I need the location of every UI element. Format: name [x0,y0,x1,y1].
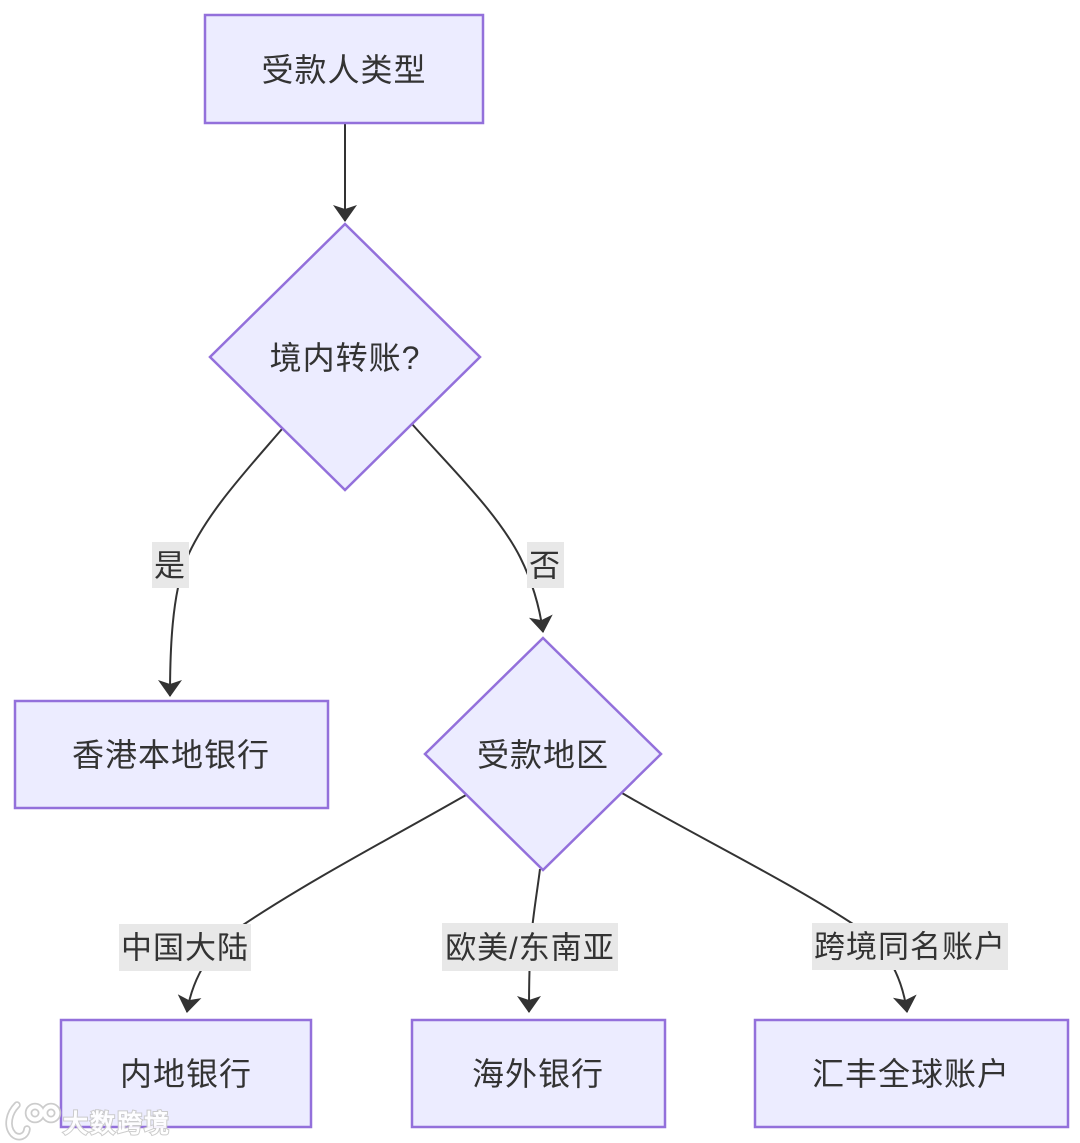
node-mainland-bank: 内地银行 [59,1018,313,1129]
watermark-100-logo-icon [5,1101,62,1141]
edge-label-crossborder-same-name-bg [812,923,1008,970]
edge-crossborder-to-hsbc-global [621,792,917,1013]
node-payee-region-decision: 受款地区 [423,636,663,872]
watermark-text: 大数跨境 [63,1109,171,1138]
node-hsbc-global-account: 汇丰全球账户 [753,1018,1070,1129]
edge-label-yes: 是 [152,542,189,588]
overseas-bank-box [410,1018,667,1129]
hk-local-bank-box [13,699,330,810]
domestic-transfer-label: 境内转账? [270,340,421,376]
edge-label-yes-bg [152,542,189,588]
edge-label-yes-text: 是 [154,549,186,584]
node-overseas-bank: 海外银行 [410,1018,667,1129]
hsbc-global-account-box [753,1018,1070,1129]
edge-no-to-payee-region [411,423,553,633]
edge-label-europe-sea: 欧美/东南亚 [442,923,618,971]
watermark: 大数跨境 [5,1101,171,1141]
edge-label-no-bg [527,542,564,588]
edge-label-crossborder-same-name: 跨境同名账户 [812,923,1008,970]
edge-label-mainland-china-text: 中国大陆 [121,931,249,966]
edge-label-no: 否 [527,542,564,588]
edge-label-no-text: 否 [529,549,561,584]
edge-label-mainland-china-bg [119,924,251,971]
node-hk-local-bank: 香港本地银行 [13,699,330,810]
payee-type-box [203,13,485,125]
mainland-bank-box [59,1018,313,1129]
payee-type-label: 受款人类型 [261,52,426,88]
mainland-bank-label: 内地银行 [120,1056,252,1092]
payee-region-diamond [423,636,663,872]
edge-mainland-china-to-mainland-bank [177,794,467,1013]
hsbc-global-account-label: 汇丰全球账户 [812,1056,1010,1092]
hk-local-bank-label: 香港本地银行 [72,737,270,773]
edge-label-europe-sea-text: 欧美/东南亚 [445,931,615,966]
node-payee-type: 受款人类型 [203,13,485,125]
edge-label-europe-sea-bg [442,923,618,971]
domestic-transfer-diamond [208,222,482,492]
node-domestic-transfer-decision: 境内转账? [208,222,482,492]
payee-region-label: 受款地区 [477,737,609,773]
overseas-bank-label: 海外银行 [472,1056,604,1092]
edge-label-mainland-china: 中国大陆 [119,924,251,971]
edge-label-crossborder-same-name-text: 跨境同名账户 [814,930,1006,965]
